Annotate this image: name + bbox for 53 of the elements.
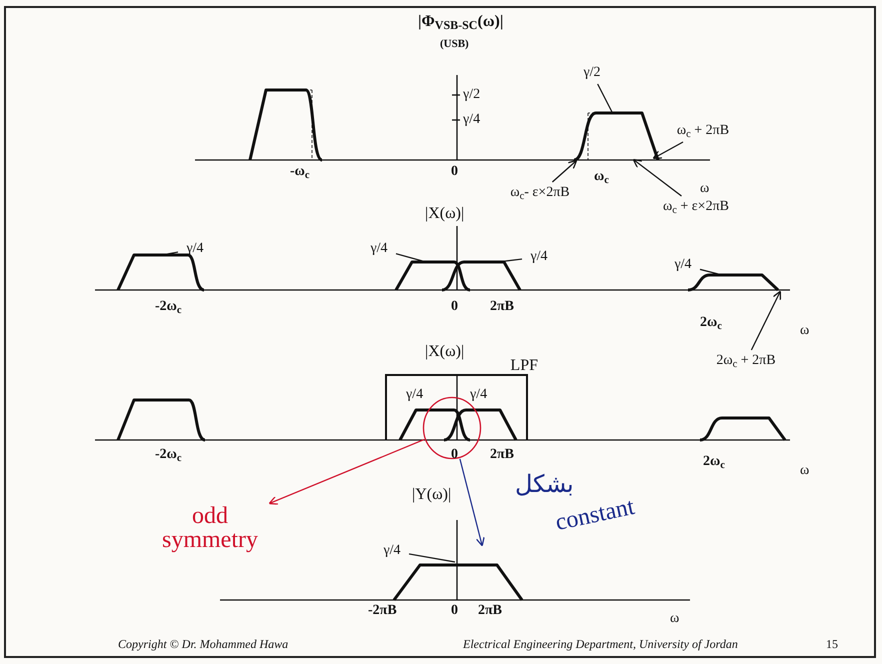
axis-label: بشكل <box>515 471 574 500</box>
axis-label: -2πB <box>368 602 397 620</box>
axis-label: |X(ω)| <box>425 342 464 362</box>
axis-label: 0 <box>451 446 458 464</box>
axis-label: |Φ$_{VSB-SC}$(ω)| <box>418 12 504 32</box>
axis-label: 15 <box>826 637 838 652</box>
axis-label: Copyright © Dr. Mohammed Hawa <box>118 637 288 652</box>
annotation-label: ω$_{c}$ + ε×2πB <box>663 198 729 217</box>
axis-label: 0 <box>451 163 458 180</box>
annotation-label: γ/4 <box>186 240 204 258</box>
axis-label: ω$_{c}$ <box>594 168 609 186</box>
annotation-label: 2ω$_{c}$ + 2πB <box>716 352 776 371</box>
axis-label: γ/4 <box>406 386 424 404</box>
annotation-label: γ/2 <box>583 64 601 82</box>
annotation-label: γ/4 <box>674 256 692 274</box>
arrow <box>750 290 782 350</box>
axis-label: |Y(ω)| <box>412 485 452 505</box>
leader-line <box>396 253 426 263</box>
axis-label: |X(ω)| <box>425 204 464 224</box>
annotation-label: ω$_{c}$- ε×2πB <box>510 184 570 203</box>
handwritten-note: odd symmetry <box>161 504 259 552</box>
arrow <box>552 160 578 182</box>
leader-line <box>597 84 613 112</box>
arrow <box>652 141 684 160</box>
axis-label: γ/4 <box>470 386 488 404</box>
arrow <box>268 439 424 505</box>
axis-label: ω <box>800 322 810 340</box>
axis-label: ω <box>700 180 710 198</box>
axis-label: ω <box>800 462 810 480</box>
axis-label: 0 <box>451 298 458 316</box>
axis-label: 2πB <box>478 602 502 620</box>
annotation-label: γ/4 <box>383 542 401 560</box>
annotation-label: γ/4 <box>370 240 388 258</box>
leader-line <box>700 268 722 276</box>
annotation-label: γ/4 <box>530 248 548 266</box>
annotation-label: ω$_{c}$ + 2πB <box>676 122 730 141</box>
axis-label: -2ω$_{c}$ <box>155 446 182 464</box>
axis-label: (USB) <box>440 38 469 52</box>
leader-line <box>408 553 456 563</box>
axis-label: 2πB <box>490 446 514 464</box>
axis-label: -ω$_{c}$ <box>290 163 310 180</box>
axis-label: 2ω$_{c}$ <box>700 314 722 332</box>
axis-label: -2ω$_{c}$ <box>155 298 182 316</box>
axis-label: ω <box>670 610 680 628</box>
arrow <box>632 158 682 196</box>
axis-label: γ/4 <box>463 111 480 128</box>
arrow <box>459 458 485 546</box>
filter-label: LPF <box>510 356 538 376</box>
axis-label: Electrical Engineering Department, University of Jordan <box>463 637 738 652</box>
axis-label: 2πB <box>490 298 514 316</box>
axis-label: 0 <box>451 602 458 620</box>
axis-label: γ/2 <box>463 86 480 104</box>
axis-label: 2ω$_{c}$ <box>703 453 725 470</box>
